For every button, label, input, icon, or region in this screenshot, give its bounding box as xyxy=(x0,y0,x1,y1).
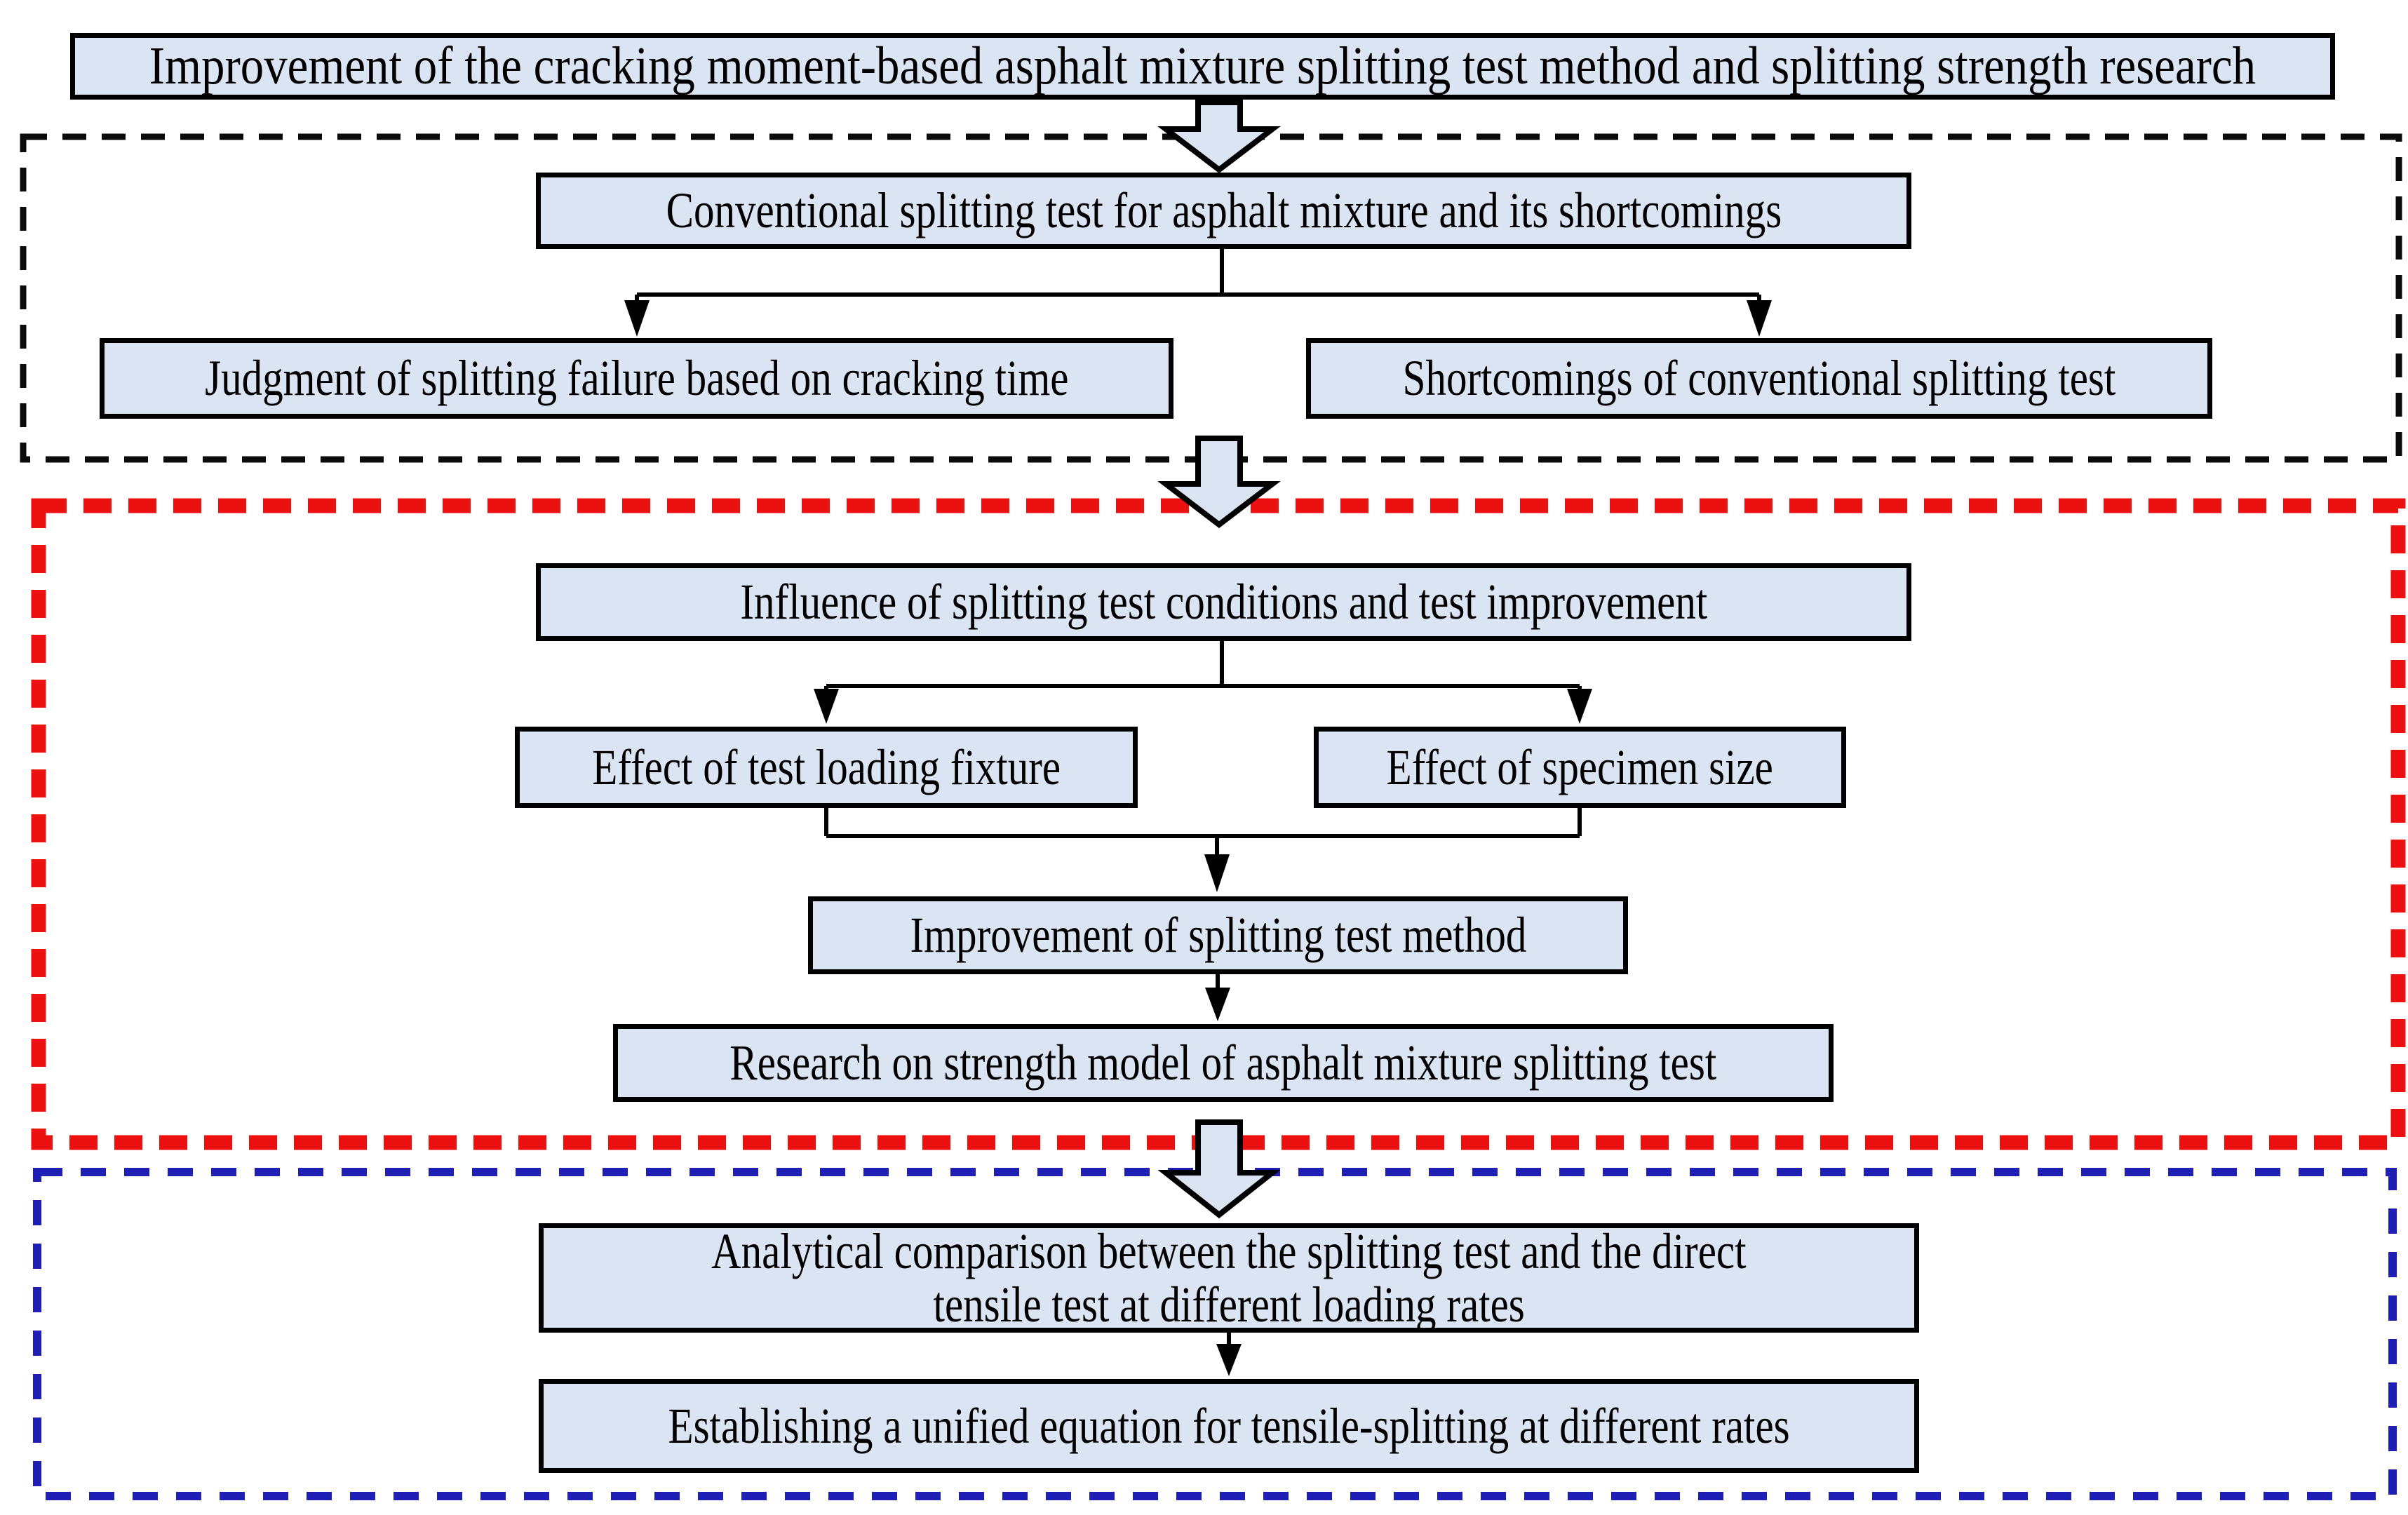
arrowhead-icon xyxy=(624,300,650,337)
down-arrow-icon xyxy=(1157,436,1281,529)
box-effect-size-label: Effect of specimen size xyxy=(1386,739,1774,795)
merge-connector-influence xyxy=(824,808,1582,892)
arrowhead-icon xyxy=(1747,300,1772,337)
box-improvement-method-label: Improvement of splitting test method xyxy=(910,907,1526,964)
split-connector-conventional xyxy=(624,249,1772,337)
arrowhead-icon xyxy=(1205,988,1230,1021)
box-conventional-header-label: Conventional splitting test for asphalt … xyxy=(666,182,1782,239)
box-conventional-header: Conventional splitting test for asphalt … xyxy=(536,173,1911,249)
box-title: Improvement of the cracking moment-based… xyxy=(70,33,2335,100)
box-shortcomings-label: Shortcomings of conventional splitting t… xyxy=(1402,350,2116,407)
box-title-label: Improvement of the cracking moment-based… xyxy=(149,36,2256,96)
box-shortcomings: Shortcomings of conventional splitting t… xyxy=(1306,338,2212,419)
box-influence-header: Influence of splitting test conditions a… xyxy=(536,563,1911,641)
arrowhead-icon xyxy=(1216,1344,1242,1376)
box-effect-fixture: Effect of test loading fixture xyxy=(515,727,1138,808)
box-effect-size: Effect of specimen size xyxy=(1314,727,1846,808)
box-strength-model: Research on strength model of asphalt mi… xyxy=(613,1024,1834,1102)
split-connector-influence xyxy=(814,641,1592,724)
box-analytical-comparison-label-line2: tensile test at different loading rates xyxy=(933,1277,1525,1333)
arrowhead-icon xyxy=(1567,689,1592,724)
box-judgment: Judgment of splitting failure based on c… xyxy=(100,338,1173,419)
box-judgment-label: Judgment of splitting failure based on c… xyxy=(204,350,1069,407)
arrowhead-icon xyxy=(1204,854,1230,892)
box-analytical-comparison: Analytical comparison between the splitt… xyxy=(539,1223,1919,1333)
arrowhead-icon xyxy=(814,689,839,724)
box-unified-equation: Establishing a unified equation for tens… xyxy=(539,1379,1919,1473)
arrow-improvement-to-research xyxy=(1205,974,1230,1021)
box-improvement-method: Improvement of splitting test method xyxy=(808,896,1628,974)
box-unified-equation-label: Establishing a unified equation for tens… xyxy=(668,1397,1790,1454)
box-effect-fixture-label: Effect of test loading fixture xyxy=(592,739,1061,795)
down-arrow-icon xyxy=(1157,1119,1281,1219)
down-arrow-icon xyxy=(1157,100,1281,174)
box-strength-model-label: Research on strength model of asphalt mi… xyxy=(729,1035,1717,1091)
arrow-analytical-to-establishing xyxy=(1216,1333,1242,1376)
box-influence-header-label: Influence of splitting test conditions a… xyxy=(740,574,1707,631)
box-analytical-comparison-label-line1: Analytical comparison between the splitt… xyxy=(711,1223,1747,1279)
